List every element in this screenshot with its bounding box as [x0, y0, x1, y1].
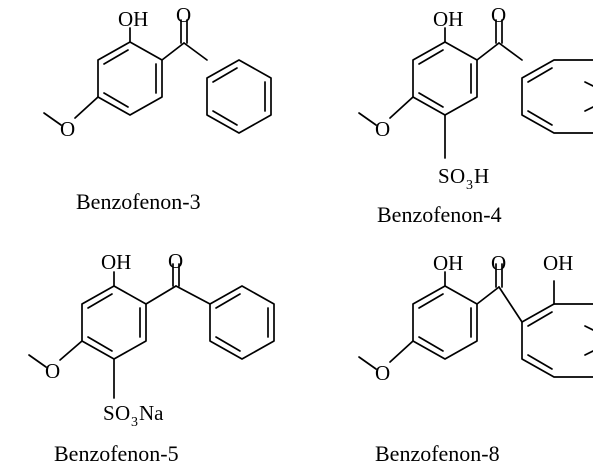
carbonyl-bridge: [145, 263, 211, 305]
carbonyl-oxygen-label: O: [491, 251, 506, 275]
carbonyl-bridge: [476, 263, 523, 323]
sulfur-label: S: [438, 164, 450, 188]
oxygen-label: O: [450, 164, 465, 188]
ring-b: [206, 59, 272, 134]
ring-a: [412, 41, 478, 116]
methoxy-group: [28, 340, 83, 368]
hydroxyl-label-ring-b: OH: [543, 251, 573, 275]
hydroxyl-label: OH: [433, 7, 463, 31]
ring-a: [81, 285, 147, 360]
methoxy-oxygen-label: O: [375, 117, 390, 141]
compound-name-benzofenon-3: Benzofenon-3: [76, 189, 201, 214]
ring-b-partial: [521, 303, 593, 378]
subscript-3: 3: [131, 415, 138, 430]
carbonyl-oxygen-label: O: [491, 3, 506, 27]
methoxy-group: [358, 340, 414, 370]
carbonyl-bridge: [161, 19, 208, 61]
compound-name-benzofenon-5: Benzofenon-5: [54, 441, 179, 466]
methoxy-group: [358, 96, 414, 126]
hydroxyl-label: OH: [118, 7, 148, 31]
methoxy-oxygen-label: O: [60, 117, 75, 141]
methoxy-oxygen-label: O: [375, 361, 390, 385]
subscript-3: 3: [466, 178, 473, 193]
structure-benzofenon-5: OH O O S O 3 Na: [28, 249, 275, 430]
sulfonic-acid-label: S O 3 H: [438, 164, 489, 193]
oxygen-label: O: [115, 401, 130, 425]
ring-a: [412, 285, 478, 360]
sodium-label: Na: [139, 401, 164, 425]
compound-name-benzofenon-4: Benzofenon-4: [377, 202, 502, 227]
structure-benzofenon-3: OH O O: [43, 3, 272, 141]
structure-benzofenon-4: OH O O S O 3 H: [358, 3, 593, 193]
carbonyl-bridge: [476, 19, 523, 61]
sulfur-label: S: [103, 401, 115, 425]
ring-b-partial: [521, 59, 593, 134]
carbonyl-oxygen-label: O: [168, 249, 183, 273]
ring-b: [209, 285, 275, 360]
hydrogen-label: H: [474, 164, 489, 188]
methoxy-oxygen-label: O: [45, 359, 60, 383]
structure-benzofenon-8: OH O OH O: [358, 251, 593, 385]
ring-a: [97, 41, 163, 116]
hydroxyl-label-ring-a: OH: [433, 251, 463, 275]
compound-name-benzofenon-8: Benzofenon-8: [375, 441, 500, 466]
sodium-sulfonate-label: S O 3 Na: [103, 401, 164, 430]
methoxy-group: [43, 96, 99, 126]
carbonyl-oxygen-label: O: [176, 3, 191, 27]
hydroxyl-label: OH: [101, 250, 131, 274]
